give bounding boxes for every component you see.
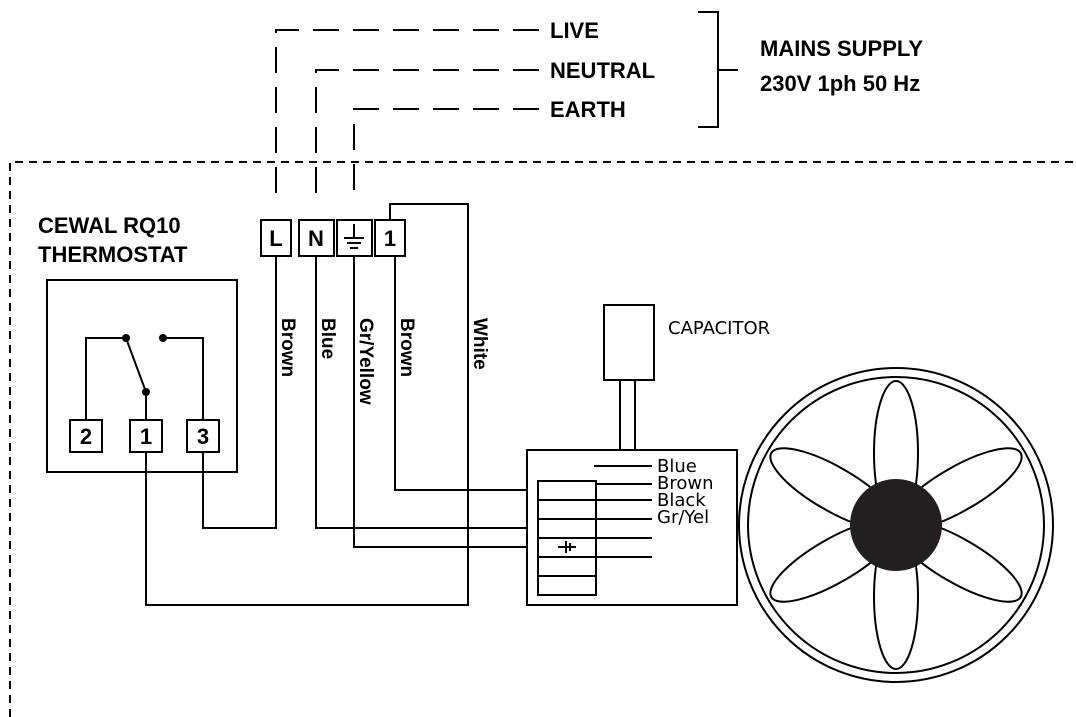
thermostat-title-line2: THERMOSTAT: [38, 242, 188, 267]
gr-yellow-wire-run: [353, 256, 538, 548]
capacitor-body: [603, 304, 655, 381]
mains-supply-label: MAINS SUPPLY: [760, 36, 923, 61]
gr-yellow-wire-label: Gr/Yellow: [355, 318, 376, 405]
earth-incoming-wire: [353, 108, 539, 196]
white-wire-label: White: [469, 318, 490, 370]
mains-brace: [698, 11, 738, 128]
terminal-l-label: L: [269, 226, 282, 251]
blue-wire-label: Blue: [317, 318, 338, 359]
mains-supply-wires: [275, 29, 539, 196]
capacitor-label: CAPACITOR: [668, 318, 770, 339]
motor-earth-icon: [558, 541, 576, 553]
enclosure-border: [9, 161, 1076, 717]
terminal-1-label: 1: [384, 226, 396, 251]
white-wire-run: [145, 203, 469, 606]
live-incoming-wire: [275, 29, 539, 196]
motor-lead-brown: Brown: [657, 473, 714, 494]
earth-symbol-icon: [344, 224, 364, 249]
motor-lead-blue: Blue: [657, 456, 697, 477]
terminal-1: [374, 219, 406, 257]
brown-wire-label-2: Brown: [396, 318, 417, 377]
wiring-runs: [145, 203, 538, 606]
switch-contact-dot: [159, 334, 167, 342]
brown-wire-label: Brown: [277, 318, 298, 377]
fan-icon: [738, 367, 1054, 683]
mains-voltage-label: 230V 1ph 50 Hz: [760, 71, 920, 96]
thermostat-terminal-1-label: 1: [140, 424, 152, 449]
switch-pivot-dot: [122, 334, 130, 342]
thermostat-terminal-2-label: 2: [80, 424, 92, 449]
fan-inner-ring: [747, 376, 1045, 674]
thermostat-title-line1: CEWAL RQ10: [38, 213, 181, 238]
terminal-n-label: N: [308, 226, 324, 251]
terminal-block: [260, 219, 406, 257]
fan-outer-ring: [738, 367, 1054, 683]
thermostat-terminal-3: [186, 419, 220, 453]
brown-wire-run: [202, 256, 277, 529]
motor-terminal-strip: [537, 480, 597, 596]
switch-common-dot: [142, 388, 150, 396]
thermostat-switch: [85, 337, 204, 420]
thermostat-terminal-2: [69, 419, 103, 453]
thermostat-terminal-1: [129, 419, 163, 453]
terminal-l: [260, 219, 292, 257]
live-label: LIVE: [550, 18, 599, 43]
motor-lead-gr-yel: Gr/Yel: [657, 507, 709, 528]
neutral-incoming-wire: [315, 69, 539, 196]
motor-lead-lines: [594, 465, 652, 558]
earth-label: EARTH: [550, 97, 626, 122]
fan-hub: [850, 479, 942, 571]
neutral-label: NEUTRAL: [550, 58, 655, 83]
brown-motor-wire-run: [394, 256, 538, 491]
blue-wire-run: [315, 256, 538, 529]
motor-lead-black: Black: [657, 490, 706, 511]
thermostat-terminal-3-label: 3: [197, 424, 209, 449]
